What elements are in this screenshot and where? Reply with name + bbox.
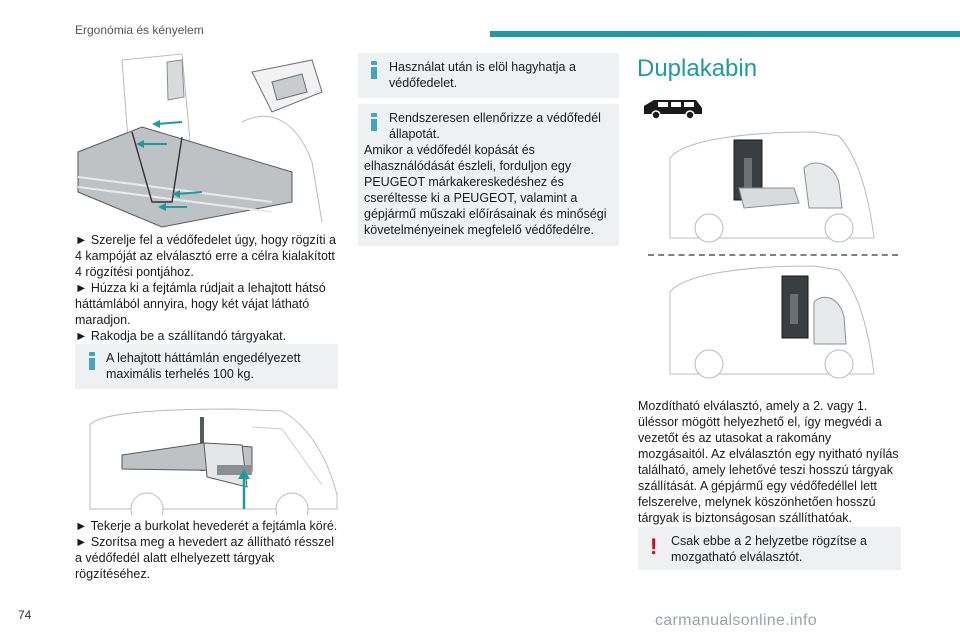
warning-icon: ! bbox=[650, 534, 658, 559]
steps-list-2: ► Tekerje a burkolat hevederét a fejtáml… bbox=[75, 518, 340, 582]
step-item: ► Tekerje a burkolat hevederét a fejtáml… bbox=[75, 519, 338, 533]
steps-list-1: ► Szerelje fel a védőfedelet úgy, hogy r… bbox=[75, 232, 340, 344]
step-item: ► Húzza ki a fejtámla rúdjait a lehajtot… bbox=[75, 281, 326, 327]
divider-dashed-line bbox=[648, 254, 898, 256]
step-item: ► Szorítsa meg a hevedert az állítható r… bbox=[75, 535, 335, 581]
info-text-heading: Rendszeresen ellenőrizze a védőfedél áll… bbox=[389, 111, 601, 141]
illustration-divider-row2 bbox=[669, 131, 875, 243]
illustration-divider-row1 bbox=[669, 265, 875, 379]
page-number: 74 bbox=[18, 608, 32, 622]
info-box-check-cover: Rendszeresen ellenőrizze a védőfedél áll… bbox=[358, 104, 619, 246]
illustration-strap bbox=[89, 408, 338, 515]
page-title: Duplakabin bbox=[637, 55, 758, 82]
watermark: carmanualsonline.info bbox=[655, 612, 817, 629]
info-icon bbox=[89, 352, 95, 372]
section-title: Ergonómia és kényelem bbox=[75, 23, 204, 37]
car-silhouette-icon bbox=[644, 100, 702, 120]
info-box-leave-cover: Használat után is elöl hagyhatja a védőf… bbox=[358, 53, 619, 98]
info-box-max-load: A lehajtott háttámlán engedélyezett maxi… bbox=[75, 344, 338, 389]
illustration-cover-install bbox=[72, 52, 340, 230]
info-text: Használat után is elöl hagyhatja a védőf… bbox=[389, 60, 576, 90]
step-item: ► Szerelje fel a védőfedelet úgy, hogy r… bbox=[75, 233, 336, 279]
warning-text: Csak ebbe a 2 helyzetbe rögzítse a mozga… bbox=[671, 534, 867, 564]
info-text: A lehajtott háttámlán engedélyezett maxi… bbox=[106, 351, 301, 381]
step-item: ► Rakodja be a szállítandó tárgyakat. bbox=[75, 329, 287, 343]
body-text: Mozdítható elválasztó, amely a 2. vagy 1… bbox=[638, 399, 899, 525]
header-accent-bar bbox=[490, 31, 960, 37]
info-icon bbox=[371, 61, 377, 81]
warning-box: ! Csak ebbe a 2 helyzetbe rögzítse a moz… bbox=[638, 527, 901, 570]
info-icon bbox=[371, 113, 377, 133]
info-text-body: Amikor a védőfedél kopását és elhasználó… bbox=[364, 143, 607, 237]
